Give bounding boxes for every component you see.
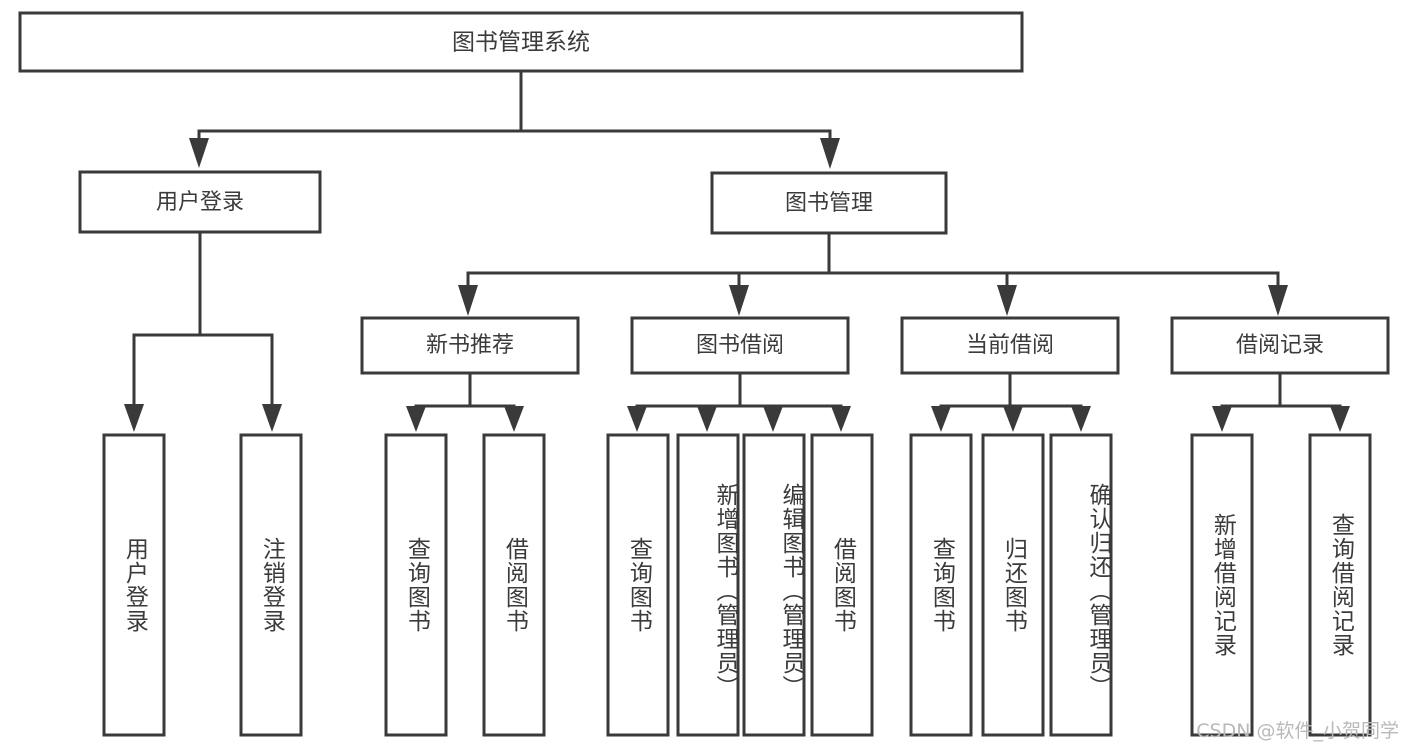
node-label-book-borrow: 图书借阅 (696, 333, 784, 358)
arrow-head-current-borrow-child-3 (1071, 406, 1091, 432)
leaf-box-current-borrow-2[interactable] (981, 433, 1045, 737)
leaf-box-new-book-2[interactable] (482, 433, 546, 737)
arrow-head-book-borrow-child-2 (697, 406, 717, 432)
leaf-box-user-login-2[interactable] (239, 433, 303, 737)
node-label-current-borrow: 当前借阅 (966, 333, 1054, 358)
arrow-head-book-borrow (729, 285, 749, 316)
arrow-head-book-borrow-child-1 (627, 406, 647, 432)
arrow-head-borrow-record-child-1 (1212, 406, 1232, 432)
leaf-box-new-book-1[interactable] (384, 433, 448, 737)
leaf-box-book-borrow-2[interactable] (676, 433, 740, 737)
node-box-root[interactable] (18, 11, 1024, 73)
node-box-book-manage[interactable] (710, 171, 948, 235)
arrow-head-user-login (189, 138, 209, 168)
node-label-borrow-record: 借阅记录 (1236, 333, 1324, 358)
leaf-box-current-borrow-1[interactable] (909, 433, 973, 737)
arrow-head-borrow-record-child-2 (1330, 406, 1350, 432)
arrow-head-book-borrow-child-4 (831, 406, 851, 432)
arrow-head-borrow-record (1268, 285, 1288, 316)
node-box-borrow-record[interactable] (1170, 316, 1390, 375)
leaf-box-book-borrow-4[interactable] (810, 433, 874, 737)
leaf-box-current-borrow-3[interactable] (1049, 433, 1113, 737)
node-box-current-borrow[interactable] (900, 316, 1120, 375)
arrow-head-current-borrow-child-2 (1003, 406, 1023, 432)
arrow-head-new-book-child-2 (504, 406, 524, 432)
arrow-head-current-borrow-child-1 (931, 406, 951, 432)
node-label-new-book-recommend: 新书推荐 (426, 333, 514, 358)
leaf-box-book-borrow-3[interactable] (742, 433, 806, 737)
node-label-root: 图书管理系统 (452, 30, 590, 56)
arrow-head-current-borrow (997, 285, 1017, 316)
leaf-box-book-borrow-1[interactable] (606, 433, 670, 737)
node-label-user-login: 用户登录 (156, 190, 244, 215)
arrow-head-user-login-child-2 (262, 404, 282, 432)
node-label-book-manage: 图书管理 (785, 191, 873, 216)
arrow-head-new-book-child-1 (406, 406, 426, 432)
arrow-head-new-book-recommend (458, 285, 478, 316)
leaf-box-user-login-1[interactable] (102, 433, 166, 737)
leaf-box-borrow-record-1[interactable] (1190, 433, 1254, 737)
arrow-head-book-borrow-child-3 (763, 406, 783, 432)
node-box-book-borrow[interactable] (630, 316, 850, 375)
arrow-head-user-login-child-1 (124, 404, 144, 432)
node-box-new-book-recommend[interactable] (360, 316, 580, 375)
csdn-watermark: CSDN @软件_小贺同学 (1196, 720, 1399, 742)
leaf-box-borrow-record-2[interactable] (1308, 433, 1372, 737)
arrow-head-book-manage (820, 138, 840, 169)
